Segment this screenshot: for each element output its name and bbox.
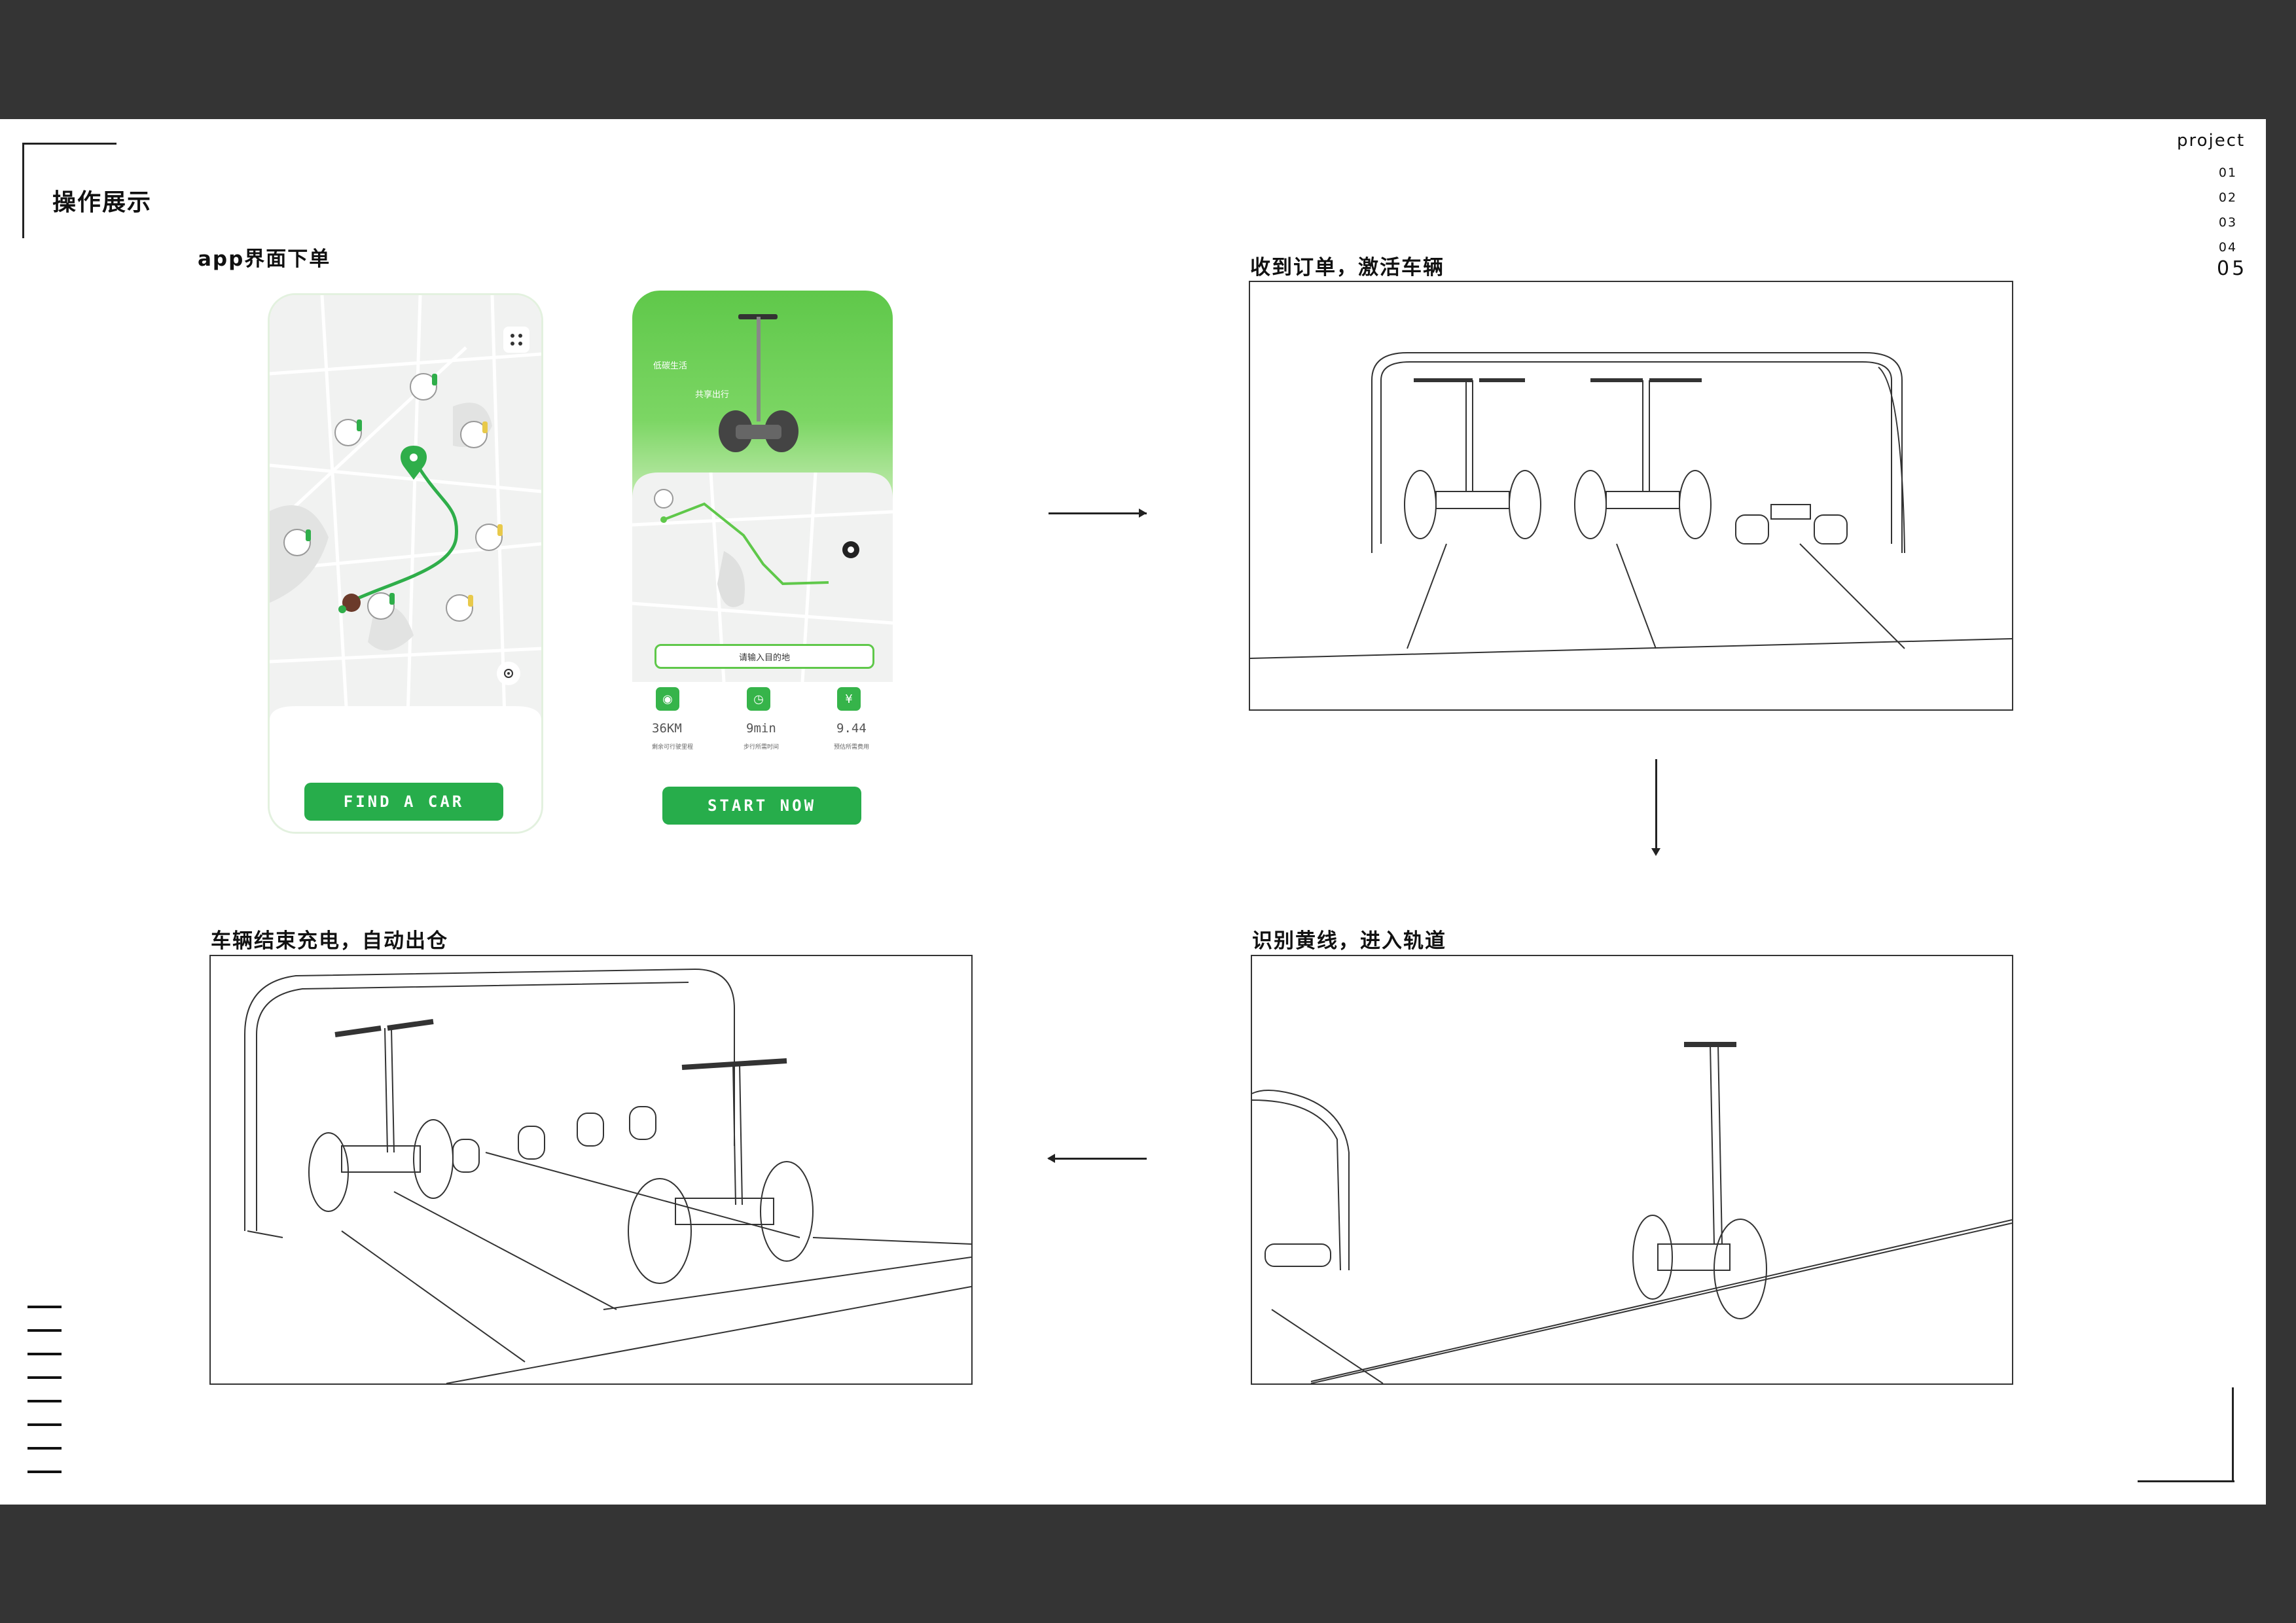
frame-recognize-line [1251, 955, 2013, 1385]
frame-charging-done [209, 955, 973, 1385]
arrow-right-icon [1049, 512, 1147, 514]
project-number-4[interactable]: 04 [2218, 240, 2238, 255]
charging-station-illustration [1250, 352, 2012, 659]
expand-icon [503, 327, 529, 353]
scooter-marker-icon [654, 489, 673, 508]
stat-caption-distance: 剩余可行驶里程 [652, 744, 694, 751]
destination-pin-icon [401, 446, 427, 480]
slogan-low-carbon: 低碳生活 [653, 361, 688, 371]
scooter-exit-illustration [244, 968, 971, 1383]
clock-icon: ◷ [747, 687, 770, 711]
start-now-button[interactable]: START NOW [662, 787, 861, 825]
project-number-3[interactable]: 03 [2218, 215, 2238, 230]
stat-estimated-cost: 9.44 [836, 721, 867, 736]
arrow-right-head [1139, 508, 1147, 518]
section-label-recognize-line: 识别黄线，进入轨道 [1252, 929, 1446, 953]
slogan-sharing: 共享出行 [695, 390, 730, 400]
corner-bracket-top-left [22, 143, 117, 145]
current-page-number: 05 [2217, 257, 2248, 280]
phone-route-screen: 低碳生活 共享出行 请输入目的地 ◉ ◷ ¥ 36KM 9min 9.44 剩余… [632, 291, 893, 857]
destination-pin-icon [842, 541, 859, 558]
arrow-left-head [1047, 1154, 1055, 1163]
arrow-down-head [1651, 848, 1660, 856]
scooter-on-track-illustration [1252, 1042, 2012, 1383]
corner-bracket-bottom-right-vertical [2232, 1387, 2234, 1482]
stat-caption-cost: 预估所需费用 [834, 744, 870, 751]
section-label-charging-done: 车辆结束充电，自动出仓 [211, 929, 448, 953]
section-label-receive-order: 收到订单，激活车辆 [1250, 256, 1444, 279]
page-title: 操作展示 [52, 189, 152, 216]
stat-caption-walk: 步行所需时间 [744, 744, 780, 751]
locate-icon [497, 662, 520, 685]
location-pin-icon: ◉ [656, 687, 679, 711]
arrow-left-icon [1049, 1158, 1147, 1160]
corner-bracket-top-left-vertical [22, 143, 24, 238]
section-label-app-order: app界面下单 [198, 247, 331, 271]
destination-input[interactable]: 请输入目的地 [655, 644, 874, 669]
project-label: project [2177, 131, 2246, 151]
find-a-car-button[interactable]: FIND A CAR [304, 783, 503, 821]
avatar [342, 594, 361, 612]
balance-scooter-illustration [719, 314, 798, 452]
frame-receive-order [1249, 281, 2013, 711]
city-map[interactable] [270, 295, 541, 832]
corner-bracket-bottom-right [2138, 1480, 2234, 1482]
stat-remaining-distance: 36KM [652, 721, 682, 736]
yuan-icon: ¥ [837, 687, 861, 711]
phone-map-screen: FIND A CAR [268, 293, 543, 834]
hero-banner [632, 291, 893, 507]
arrow-down-icon [1655, 759, 1657, 852]
project-number-2[interactable]: 02 [2218, 190, 2238, 205]
stat-walk-time: 9min [746, 721, 776, 736]
project-number-1[interactable]: 01 [2218, 166, 2238, 180]
